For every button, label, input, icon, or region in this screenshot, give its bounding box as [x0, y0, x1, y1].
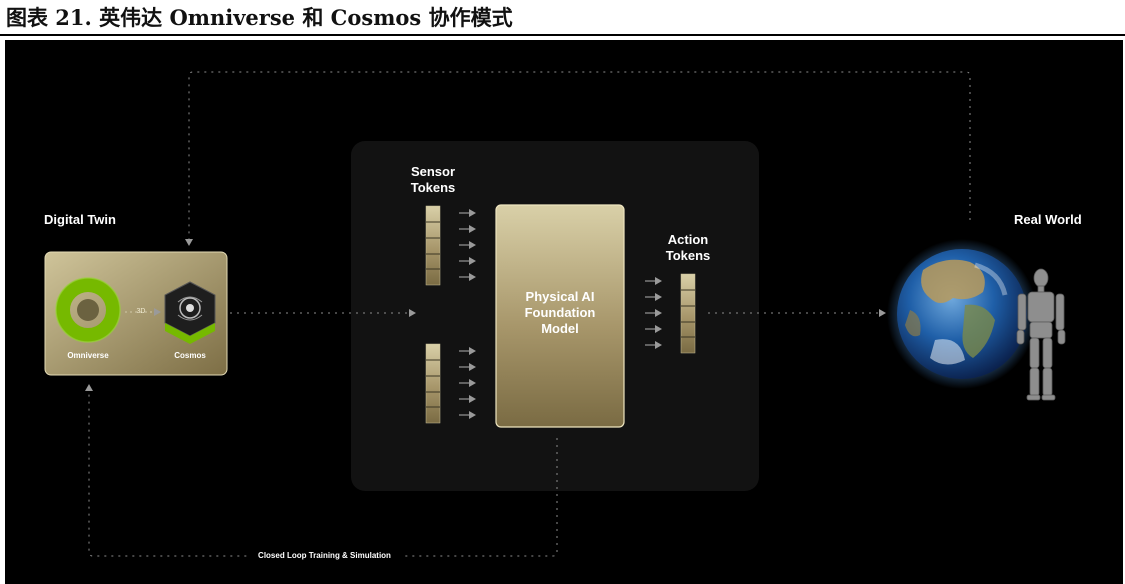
caption-rule	[0, 34, 1125, 36]
closed-loop-label: Closed Loop Training & Simulation	[258, 551, 391, 560]
digital-twin-label: Digital Twin	[44, 212, 116, 227]
sensor-arrows	[459, 209, 476, 419]
figure-caption: 图表 21. 英伟达 Omniverse 和 Cosmos 协作模式	[6, 5, 513, 30]
3d-link-label: 3D	[136, 308, 146, 315]
omniverse-ring-icon	[55, 277, 121, 343]
foundation-model-block	[495, 204, 625, 428]
humanoid-robot-icon	[1016, 268, 1066, 401]
action-token-stack	[680, 273, 696, 354]
action-tokens-label: Action Tokens	[665, 232, 711, 263]
real-world-label: Real World	[1014, 212, 1082, 227]
omniverse-label: Omniverse	[67, 351, 109, 360]
earth-icon	[887, 239, 1037, 389]
sensor-tokens-label: Sensor Tokens	[410, 164, 456, 195]
action-arrows	[645, 277, 662, 349]
foundation-model-label: Physical AI Foundation Model	[524, 289, 596, 336]
sensor-token-stack-bottom	[425, 343, 441, 424]
diagram-canvas: Digital Twin Real World Sensor Tokens Ac…	[5, 40, 1123, 584]
diagram-svg	[44, 71, 1066, 563]
sensor-token-stack-top	[425, 205, 441, 286]
loop-label-bg	[247, 549, 402, 563]
cosmos-cube-icon	[164, 281, 216, 344]
cosmos-label: Cosmos	[174, 351, 206, 360]
